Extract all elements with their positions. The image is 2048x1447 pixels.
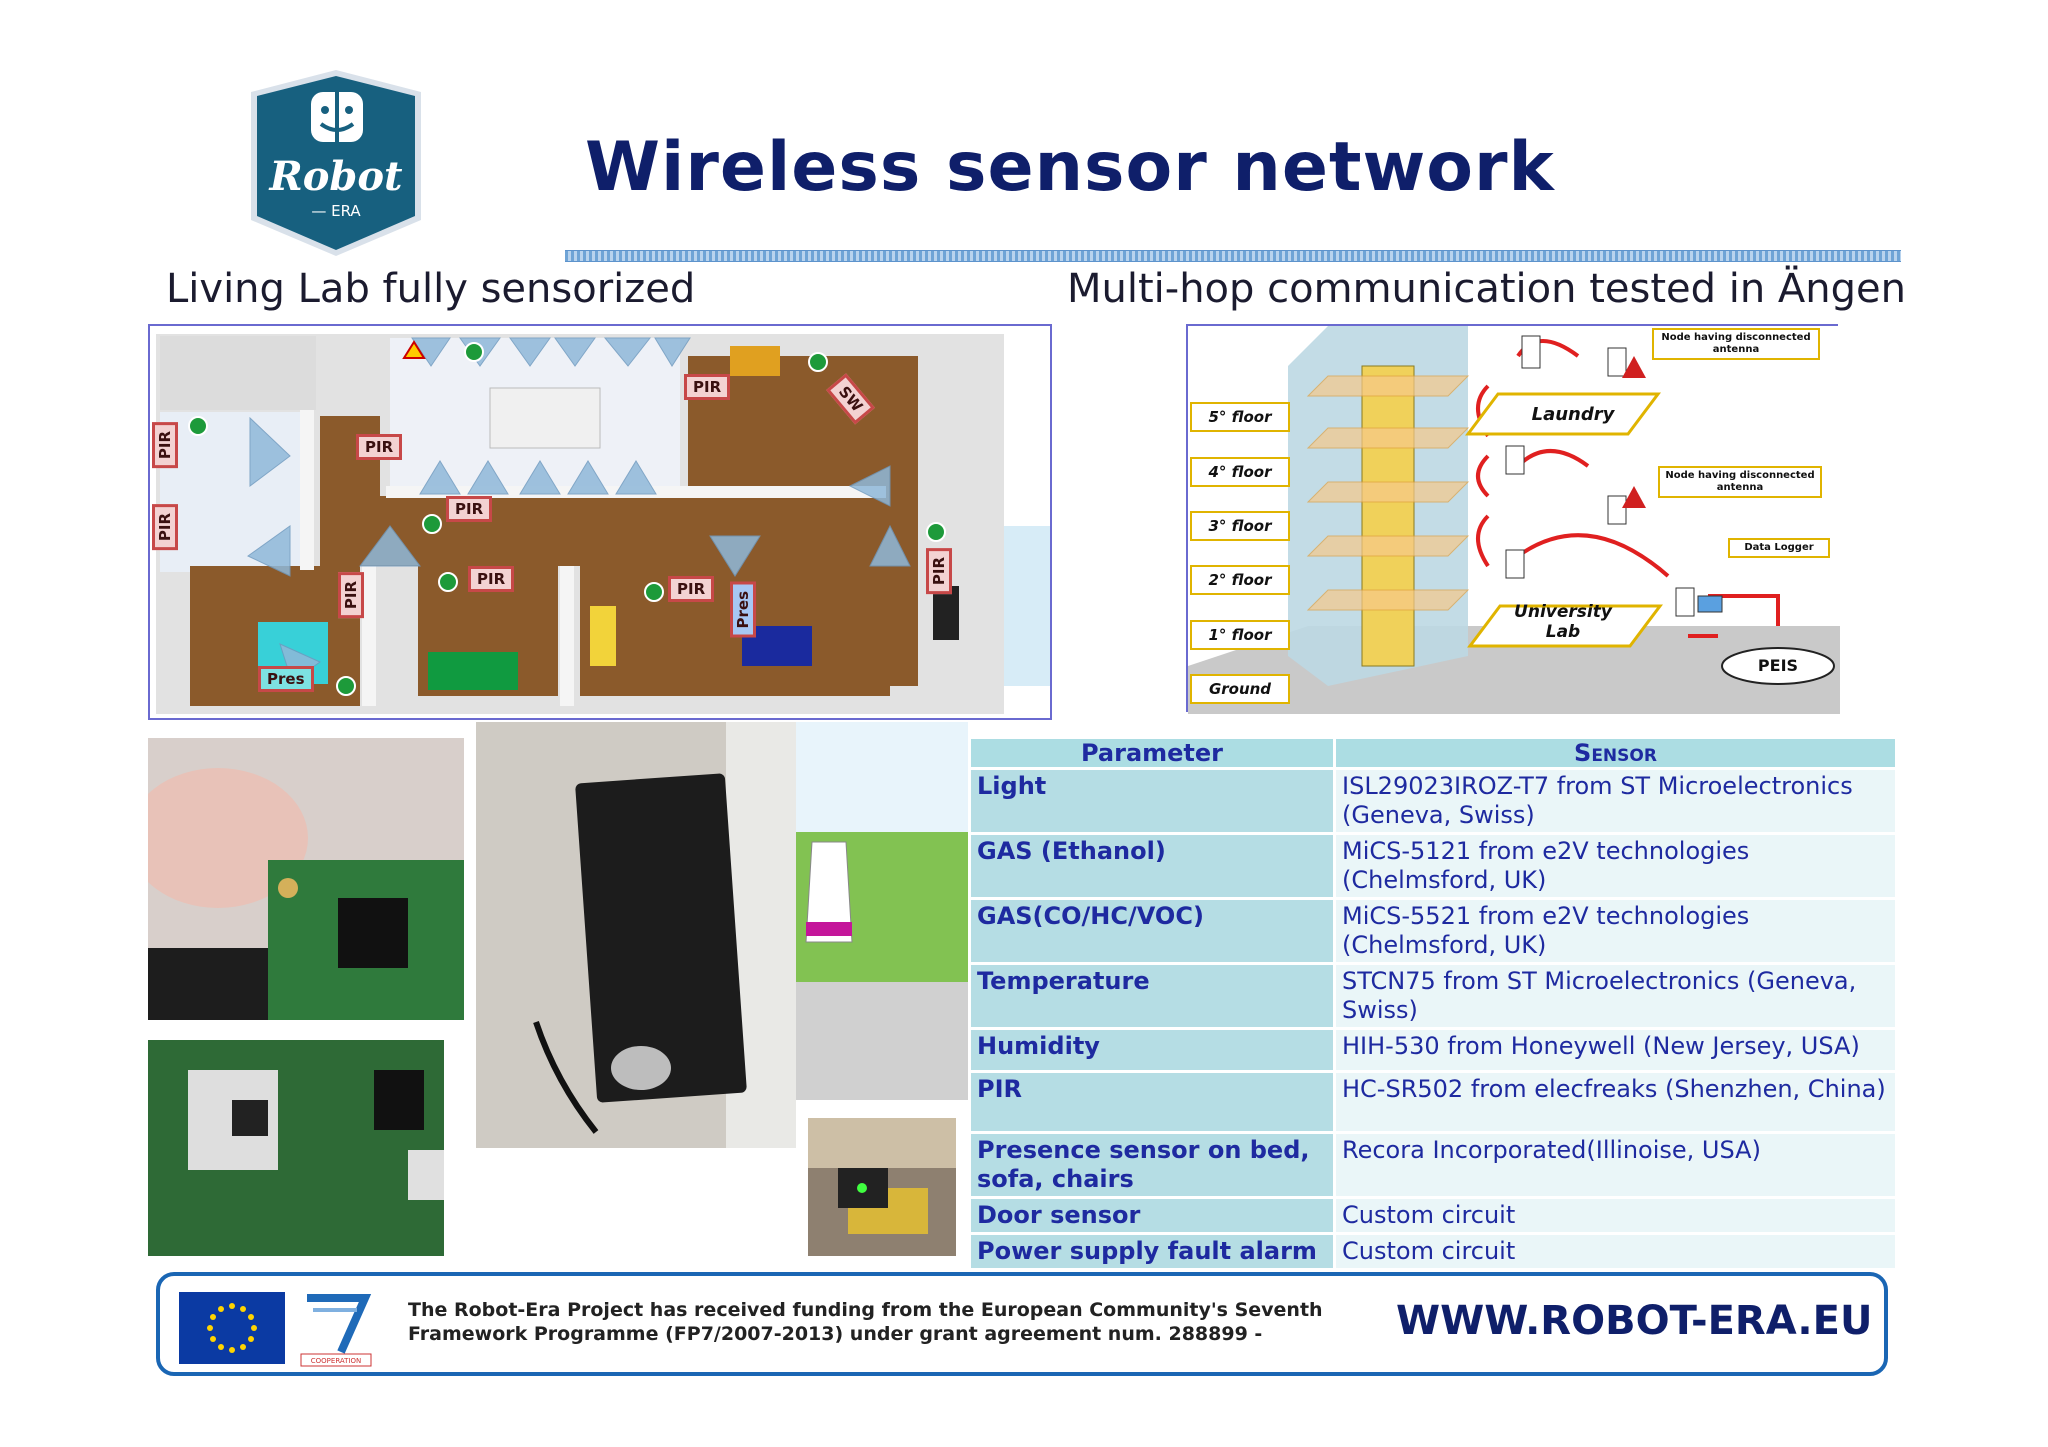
logo-sub: — ERA — [311, 202, 361, 220]
multihop-drawing — [1188, 326, 1840, 714]
subtitle-multihop: Multi-hop communication tested in Ängen — [1067, 266, 1906, 312]
data-logger-label: Data Logger — [1728, 538, 1830, 558]
parameter-cell: GAS(CO/HC/VOC) — [971, 900, 1333, 962]
sensor-cell: MiCS-5121 from e2V technologies (Chelmsf… — [1336, 835, 1895, 897]
parameter-cell: Power supply fault alarm — [971, 1235, 1333, 1268]
floor-plan-drawing — [150, 326, 1050, 718]
floor-label: 5° floor — [1190, 402, 1290, 432]
sensor-cell: Recora Incorporated(Illinoise, USA) — [1336, 1134, 1895, 1196]
funding-line-1: The Robot-Era Project has received fundi… — [408, 1299, 1323, 1321]
fp7-caption: COOPERATION — [311, 1357, 361, 1365]
fp7-logo: COOPERATION — [297, 1290, 375, 1368]
sensor-cell: HIH-530 from Honeywell (New Jersey, USA) — [1336, 1030, 1895, 1070]
page-title: Wireless sensor network — [585, 128, 1555, 207]
multihop-diagram: Laundry University Lab Node having disco… — [1186, 324, 1840, 714]
parameter-cell: Presence sensor on bed, sofa, chairs — [971, 1134, 1333, 1196]
table-row: GAS(CO/HC/VOC)MiCS-5521 from e2V technol… — [971, 900, 1895, 962]
sensor-cell: Custom circuit — [1336, 1199, 1895, 1232]
door-sensor-photo — [808, 1118, 956, 1256]
node-note: Node having disconnected antenna — [1658, 466, 1822, 498]
website-link[interactable]: WWW.ROBOT-ERA.EU — [1396, 1298, 1873, 1344]
eu-flag-icon — [179, 1292, 285, 1364]
title-divider — [565, 250, 1901, 262]
pir-label: PIR — [446, 496, 493, 522]
sensor-cell: STCN75 from ST Microelectronics (Geneva,… — [1336, 965, 1895, 1027]
column-header-sensor: Sensor — [1336, 739, 1895, 767]
parameter-cell: Door sensor — [971, 1199, 1333, 1232]
robot-era-logo: Robot — ERA — [251, 70, 421, 256]
parameter-cell: PIR — [971, 1073, 1333, 1131]
floor-label: 4° floor — [1190, 457, 1290, 487]
sensor-cell: Custom circuit — [1336, 1235, 1895, 1268]
funding-line-2: Framework Programme (FP7/2007-2013) unde… — [408, 1323, 1263, 1345]
floor-plan-image: PIR PIR PIR PIR PIR PIR PIR PIR PIR SW P… — [148, 324, 1052, 720]
column-header-parameter: Parameter — [971, 739, 1333, 767]
presence-label: Pres — [258, 666, 314, 692]
footer-box — [156, 1272, 1888, 1376]
floor-label: 3° floor — [1190, 511, 1290, 541]
funding-notice: The Robot-Era Project has received fundi… — [408, 1298, 1368, 1346]
floor-label: 2° floor — [1190, 565, 1290, 595]
pir-device-photo — [476, 722, 796, 1148]
node-note: Node having disconnected antenna — [1652, 328, 1820, 360]
logo-wordmark: Robot — [268, 153, 403, 200]
pir-label: PIR — [152, 422, 178, 469]
subtitle-living-lab: Living Lab fully sensorized — [166, 266, 696, 312]
parameter-cell: Temperature — [971, 965, 1333, 1027]
pir-label: PIR — [926, 548, 952, 595]
robot-scene-photo — [796, 722, 968, 1100]
table-row: GAS (Ethanol)MiCS-5121 from e2V technolo… — [971, 835, 1895, 897]
peis-label: PEIS — [1757, 656, 1799, 675]
table-header-row: Parameter Sensor — [971, 739, 1895, 767]
parameter-cell: GAS (Ethanol) — [971, 835, 1333, 897]
pir-label: PIR — [668, 576, 715, 602]
university-lab-label: University Lab — [1514, 602, 1612, 642]
sensor-cell: MiCS-5521 from e2V technologies (Chelmsf… — [1336, 900, 1895, 962]
floor-label: Ground — [1190, 674, 1290, 704]
floor-label: 1° floor — [1190, 620, 1290, 650]
sensor-cell: ISL29023IROZ-T7 from ST Microelectronics… — [1336, 770, 1895, 832]
pir-label: PIR — [468, 566, 515, 592]
pir-label: PIR — [356, 434, 403, 460]
pir-label: PIR — [338, 572, 364, 619]
sensor-board-photo — [148, 738, 464, 1020]
presence-label: Pres — [730, 582, 756, 638]
pcb-photo — [148, 1040, 444, 1256]
pir-label: PIR — [684, 374, 731, 400]
laundry-label: Laundry — [1531, 404, 1615, 425]
parameter-cell: Humidity — [971, 1030, 1333, 1070]
sensor-cell: HC-SR502 from elecfreaks (Shenzhen, Chin… — [1336, 1073, 1895, 1131]
pir-label: PIR — [152, 504, 178, 551]
parameter-cell: Light — [971, 770, 1333, 832]
